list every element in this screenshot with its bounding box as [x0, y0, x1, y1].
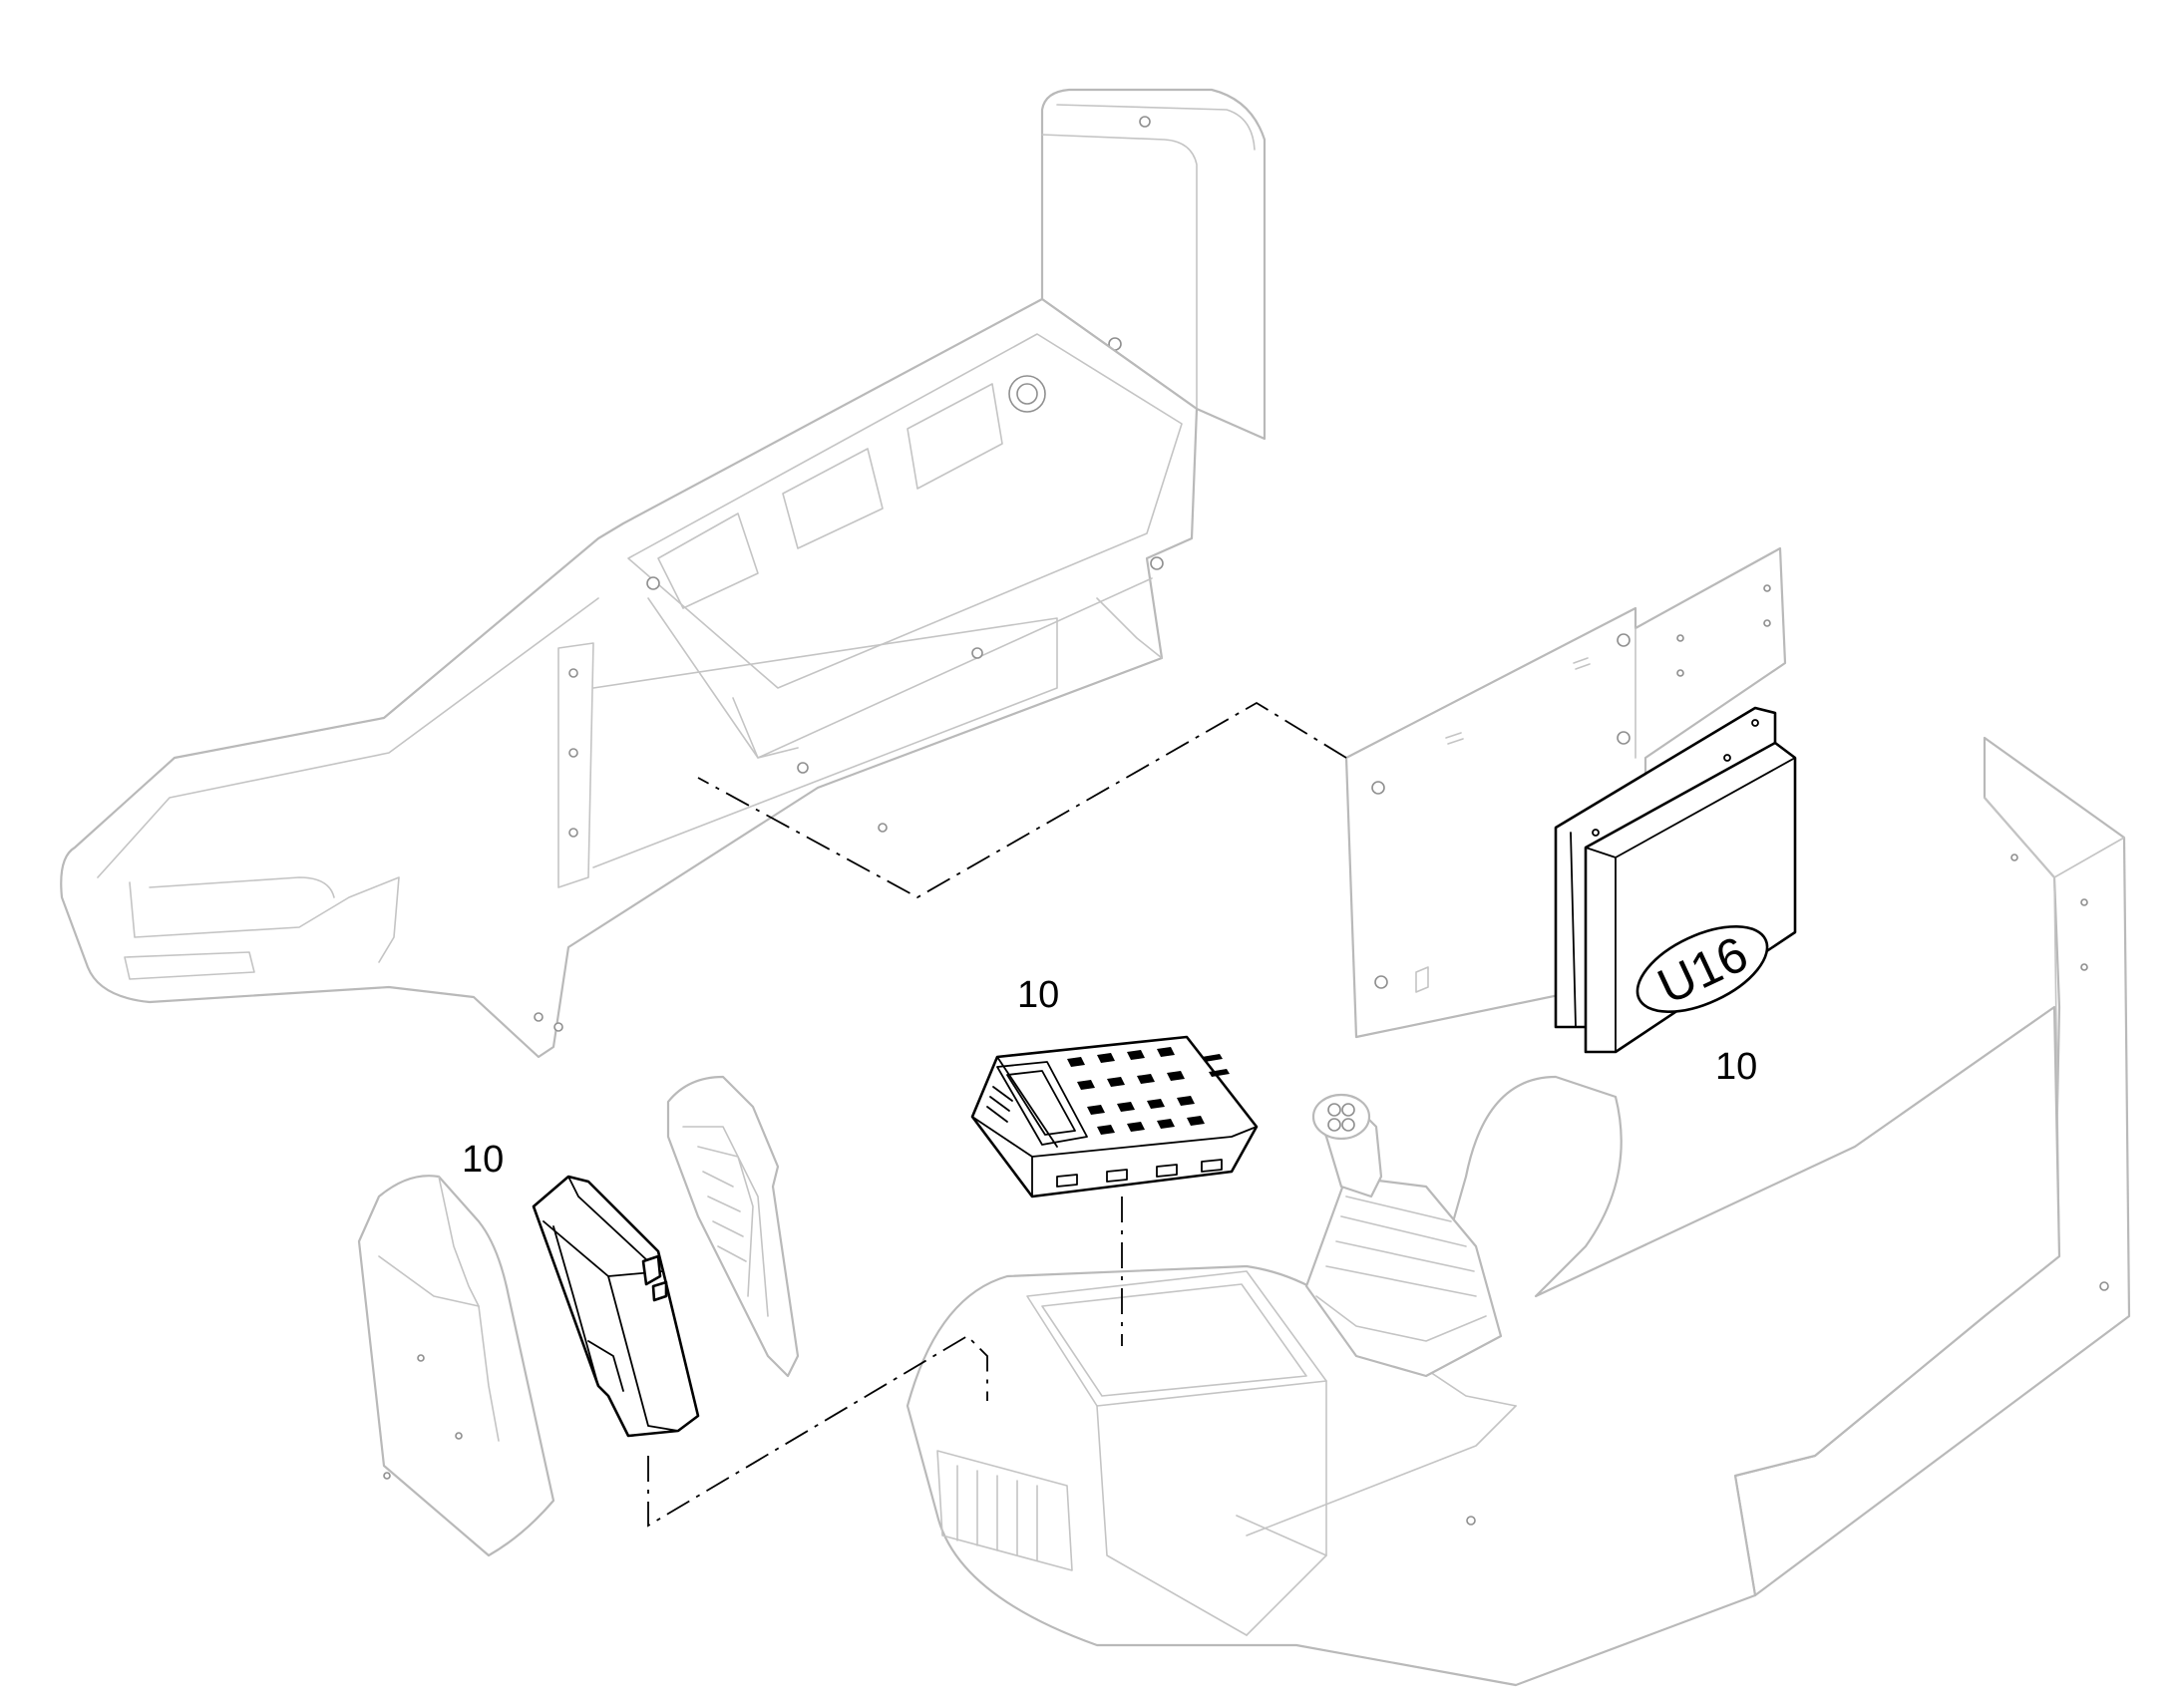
display-rear-cover — [666, 1075, 800, 1378]
connector-pins — [1067, 1047, 1230, 1135]
callout-control-unit: 10 — [1715, 1046, 1757, 1088]
mounting-plate — [1344, 546, 1787, 1039]
connector-module — [970, 1035, 1259, 1198]
upper-dashboard-panel — [60, 88, 1267, 1059]
callout-display-unit: 10 — [462, 1139, 504, 1181]
display-unit — [532, 1175, 700, 1438]
display-front-cover — [357, 1175, 555, 1557]
control-unit: U16 — [1554, 706, 1797, 1054]
callout-connector-module: 10 — [1017, 974, 1059, 1016]
lower-console — [906, 1005, 2061, 1687]
leader-lines — [647, 701, 1347, 1528]
